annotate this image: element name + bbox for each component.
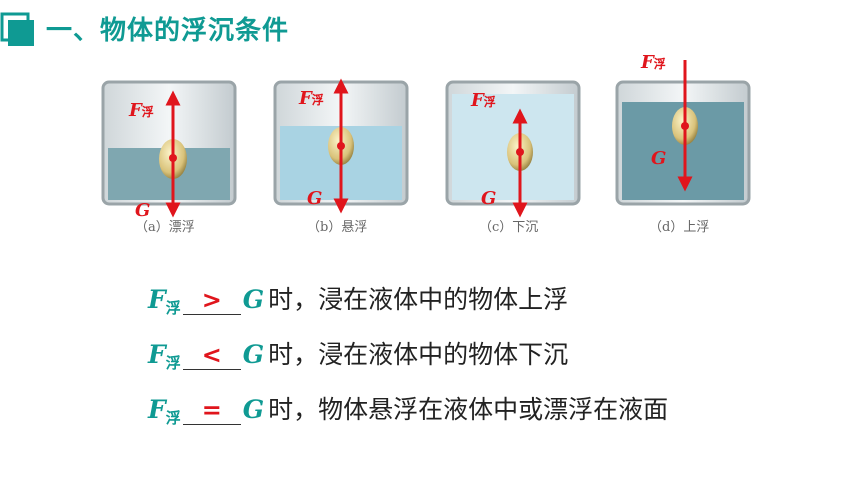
- buoyancy-figure: F浮 G F浮 G F浮 G F浮 G （a）漂浮 （b）悬浮 （c）下沉 （d…: [95, 36, 775, 240]
- gravity-label-c: G: [481, 188, 497, 209]
- answer-blank: <: [182, 341, 241, 370]
- caption-a: （a）漂浮: [135, 220, 195, 235]
- gravity-label-a: G: [135, 200, 151, 221]
- caption-b: （b）悬浮: [307, 220, 368, 235]
- condition-text: 时，物体悬浮在液体中或漂浮在液面: [268, 395, 669, 424]
- answer-blank: =: [182, 396, 241, 425]
- slide-header: 一、物体的浮沉条件: [0, 0, 860, 56]
- beaker-a: [101, 80, 237, 218]
- condition-text: 时，浸在液体中的物体上浮: [268, 285, 569, 314]
- gravity-label-d: G: [651, 148, 667, 169]
- section-title: 一、物体的浮沉条件: [46, 16, 290, 46]
- buoyancy-label-d: F浮: [641, 52, 666, 73]
- gravity-symbol: G: [242, 395, 265, 424]
- beaker-d: [615, 36, 751, 206]
- buoyancy-subscript: 浮: [165, 354, 181, 372]
- gravity-label-b: G: [307, 188, 323, 209]
- buoyancy-label-a: F浮: [129, 100, 154, 121]
- caption-c: （c）下沉: [479, 220, 539, 235]
- buoyancy-symbol: F: [148, 340, 166, 369]
- buoyancy-symbol: F: [148, 285, 166, 314]
- buoyancy-subscript: 浮: [165, 299, 181, 317]
- buoyancy-subscript: 浮: [165, 409, 181, 427]
- beaker-c: [445, 80, 581, 218]
- buoyancy-label-b: F浮: [299, 88, 324, 109]
- gravity-symbol: G: [242, 285, 265, 314]
- buoyancy-label-c: F浮: [471, 90, 496, 111]
- condition-text: 时，浸在液体中的物体下沉: [268, 340, 569, 369]
- beaker-b: [273, 78, 409, 214]
- beakers-illustration: [101, 36, 751, 218]
- answer-blank: >: [182, 286, 241, 315]
- gravity-symbol: G: [242, 340, 265, 369]
- section-marker-icon: [0, 12, 34, 46]
- caption-d: （d）上浮: [649, 220, 710, 235]
- buoyancy-symbol: F: [148, 395, 166, 424]
